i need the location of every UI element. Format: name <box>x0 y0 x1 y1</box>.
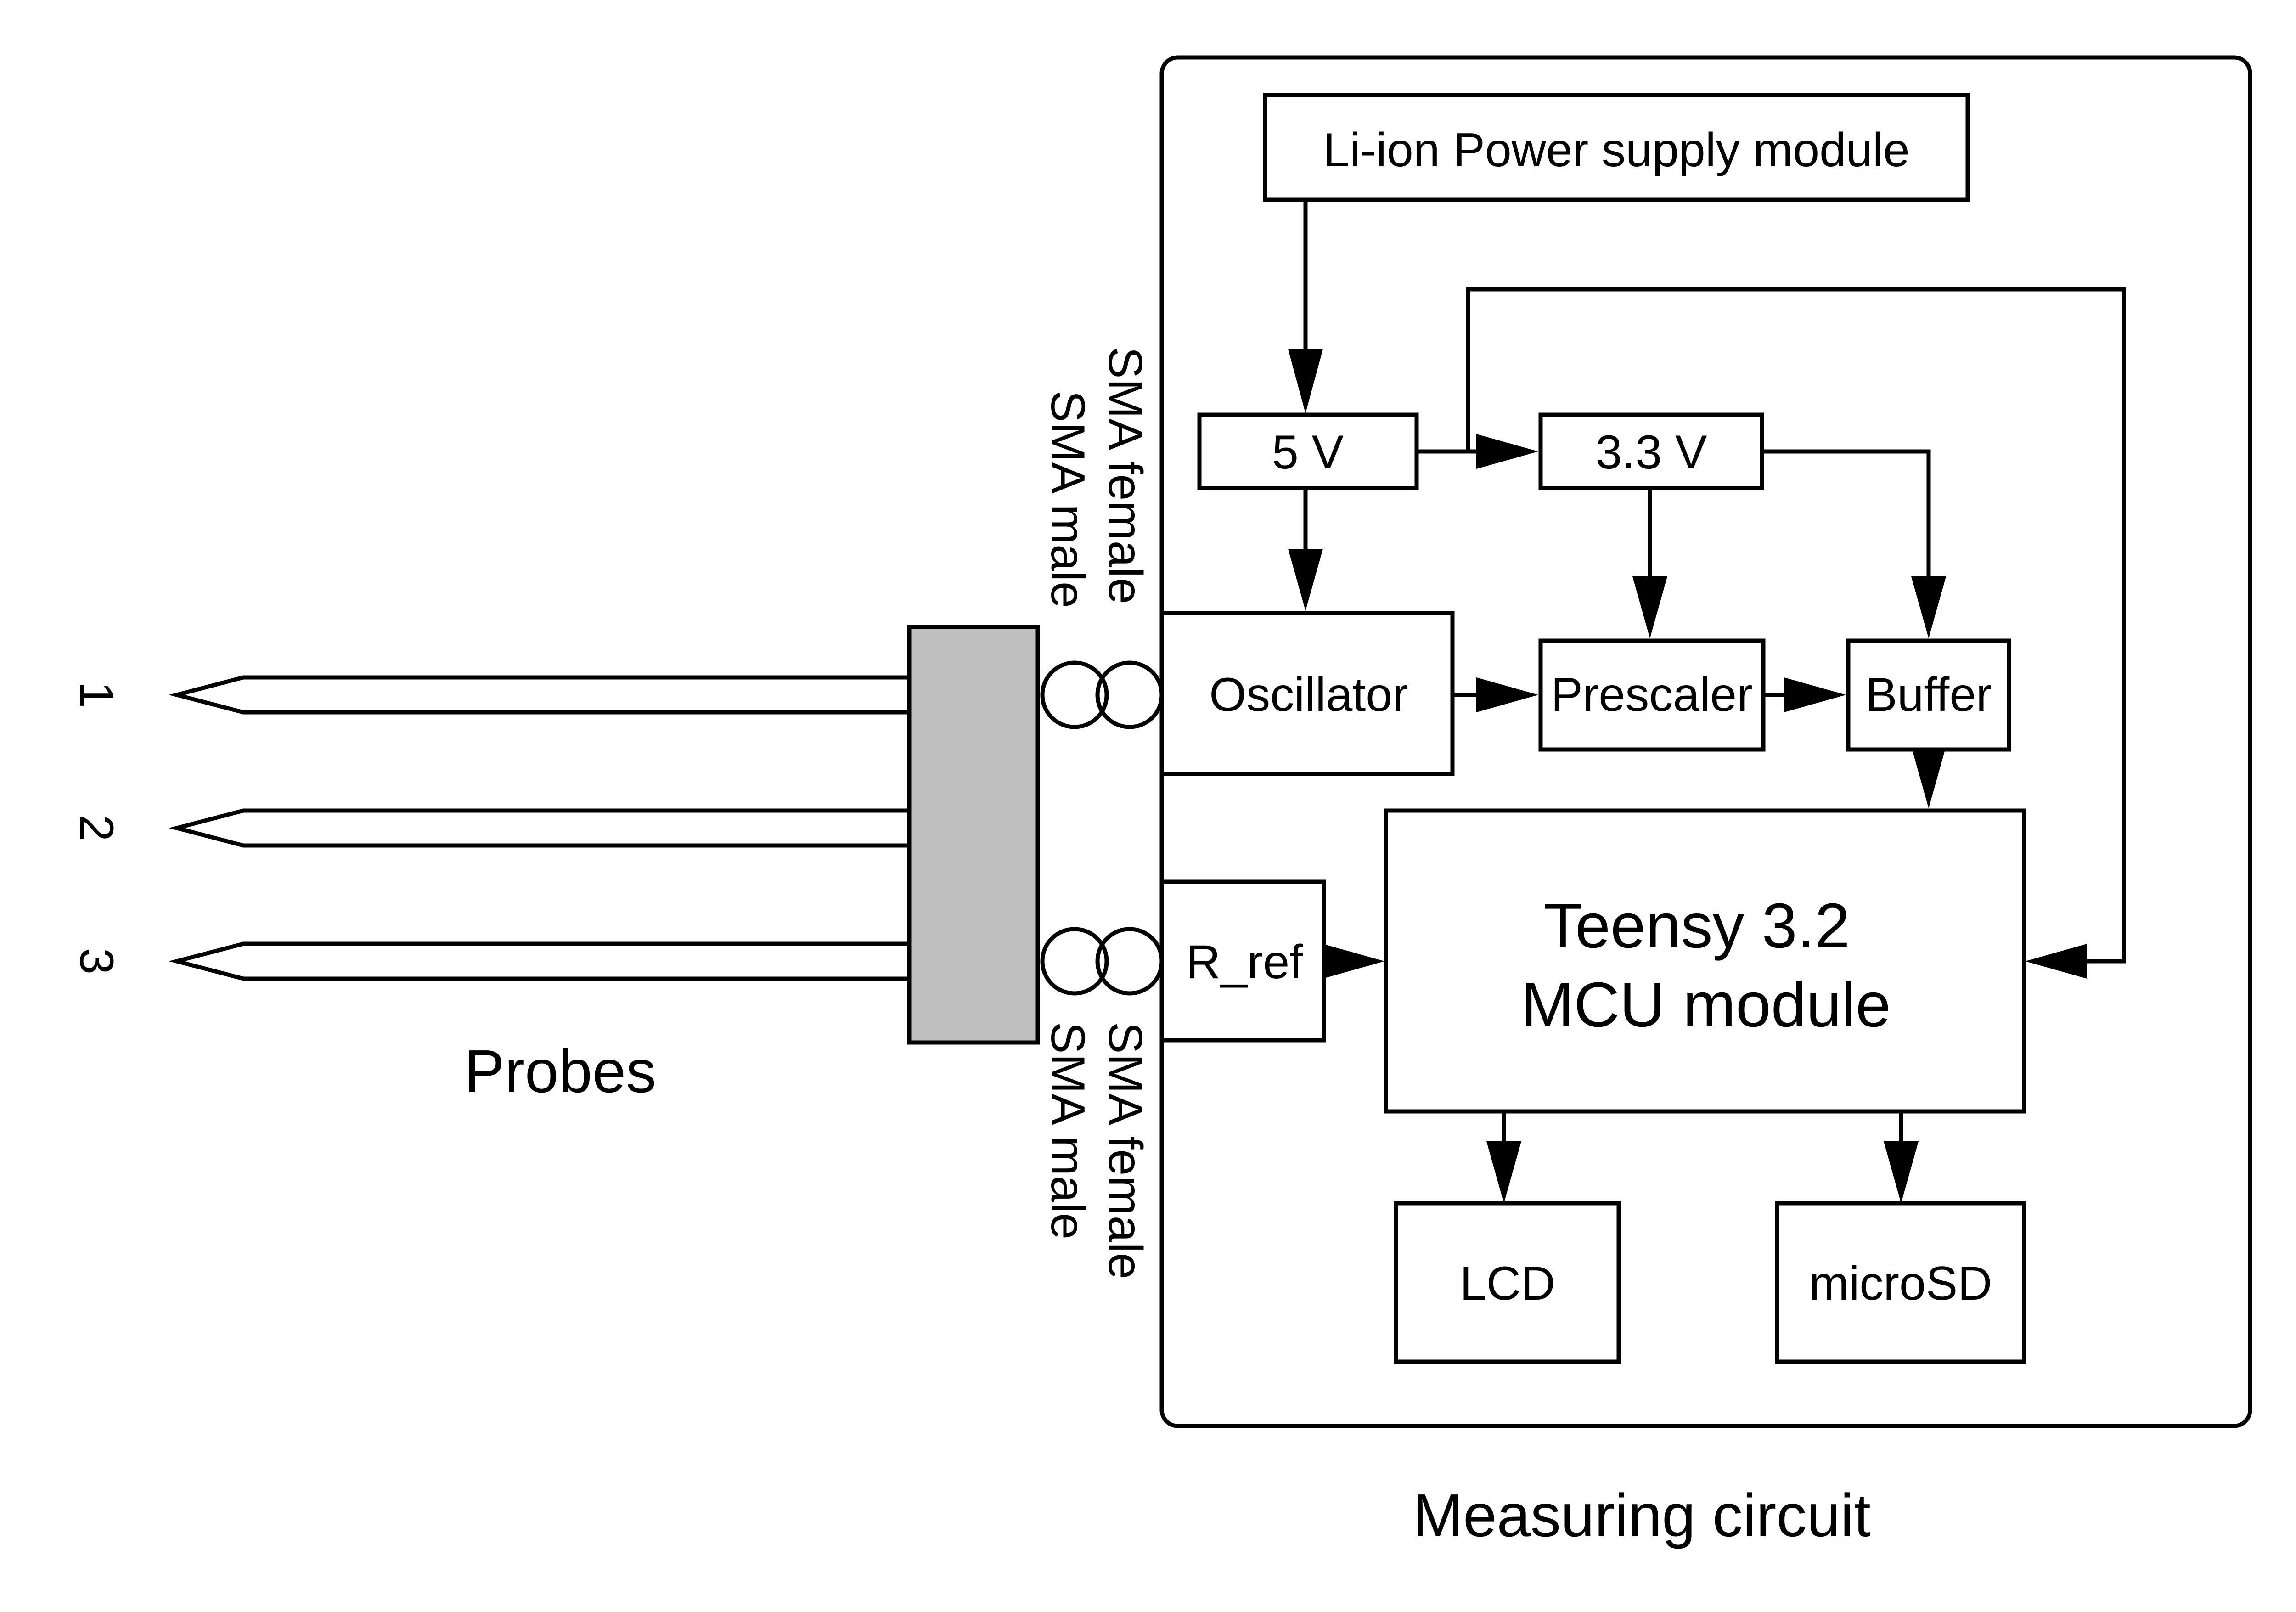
sma-female-ring-top <box>1095 660 1164 729</box>
probe-number-3: 3 <box>70 948 123 975</box>
probes-caption: Probes <box>464 1037 656 1105</box>
wire-5v-to-mcu-loop <box>1466 287 2126 964</box>
sma-male-ring-bottom <box>1040 927 1109 996</box>
wire-3v3-to-buffer <box>1762 449 1931 615</box>
microsd-label: microSD <box>1809 1257 1992 1310</box>
measuring-circuit-caption: Measuring circuit <box>1412 1482 1871 1549</box>
mcu-box <box>1384 808 2026 1114</box>
buffer-box <box>1846 638 2011 752</box>
probe-number-2: 2 <box>70 815 123 841</box>
prescaler-box <box>1538 638 1766 752</box>
sma-male-label-bottom: SMA male <box>1041 1022 1094 1240</box>
power-supply-label: Li-ion Power supply module <box>1323 124 1910 177</box>
probe-number-1: 1 <box>70 682 123 708</box>
arrowhead-buffer-to-mcu <box>1911 746 1946 808</box>
mcu-label-line1: Teensy 3.2 <box>1543 891 1850 961</box>
probe-2 <box>169 808 912 848</box>
arrowhead-5v-to-oscillator <box>1288 549 1323 611</box>
buffer-label: Buffer <box>1865 668 1992 721</box>
arrowhead-mcu-to-microsd <box>1884 1141 1919 1203</box>
microsd-box <box>1775 1201 2026 1364</box>
v33-label: 3.3 V <box>1596 426 1707 479</box>
arrowhead-oscillator-to-prescaler <box>1476 677 1538 712</box>
probe-3 <box>169 941 912 981</box>
oscillator-label: Oscillator <box>1209 668 1408 721</box>
rref-label: R_ref <box>1186 936 1303 989</box>
arrowhead-5v-to-3v3 <box>1476 434 1538 469</box>
probe-handle <box>907 625 1040 1045</box>
v33-box <box>1538 412 1764 490</box>
lcd-label: LCD <box>1460 1257 1555 1310</box>
arrowhead-3v3-to-prescaler <box>1632 576 1667 638</box>
arrowhead-loop-to-mcu <box>2025 944 2087 979</box>
v5-box <box>1197 412 1419 490</box>
probe-1 <box>169 675 912 715</box>
prescaler-label: Prescaler <box>1551 668 1752 721</box>
arrowhead-prescaler-to-buffer <box>1784 677 1846 712</box>
arrowhead-power-to-5v <box>1288 349 1323 413</box>
arrowhead-3v3-to-buffer <box>1911 576 1946 638</box>
oscillator-box <box>1159 611 1455 776</box>
sma-female-label-top: SMA female <box>1098 347 1152 604</box>
lcd-box <box>1394 1201 1621 1364</box>
mcu-label-line2: MCU module <box>1521 969 1891 1040</box>
v5-label: 5 V <box>1272 426 1344 479</box>
arrowhead-rref-to-mcu <box>1322 944 1384 979</box>
arrowhead-mcu-to-lcd <box>1486 1141 1521 1203</box>
sma-female-label-bottom: SMA female <box>1098 1022 1152 1279</box>
sma-female-ring-bottom <box>1095 927 1164 996</box>
power-supply-box <box>1263 93 1970 202</box>
sma-male-ring-top <box>1040 660 1109 729</box>
sma-male-label-top: SMA male <box>1041 390 1094 608</box>
